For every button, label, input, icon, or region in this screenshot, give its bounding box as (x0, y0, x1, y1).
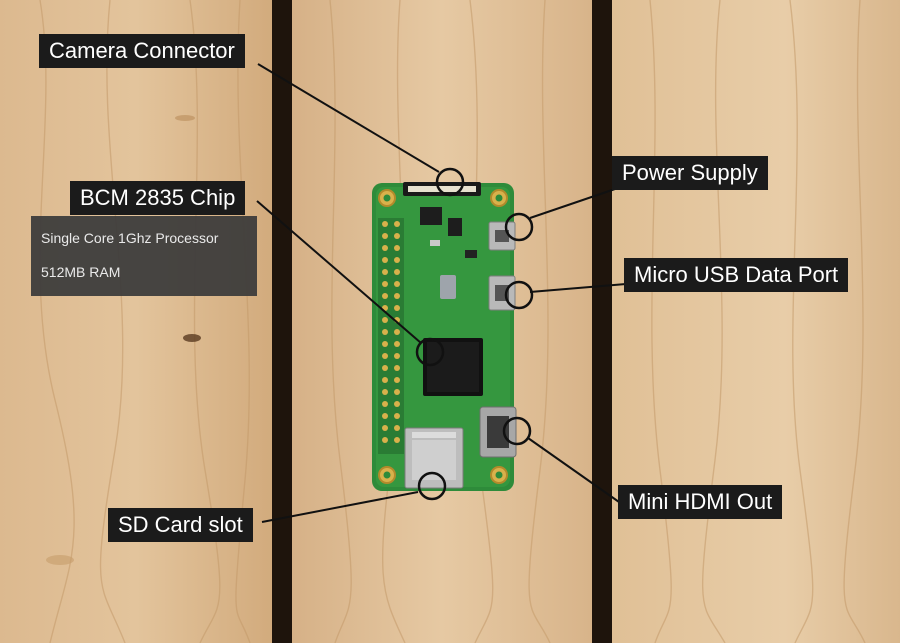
label-camera-connector: Camera Connector (39, 34, 245, 68)
label-power-supply: Power Supply (612, 156, 768, 190)
camera-callout-circle (435, 167, 465, 197)
callout-circles (415, 167, 534, 501)
label-micro-usb-data-port: Micro USB Data Port (624, 258, 849, 292)
label-bcm-chip: BCM 2835 Chip (70, 181, 246, 215)
pi-zero-board (372, 182, 517, 491)
leader-lines (256, 63, 627, 523)
label-mini-hdmi-out: Mini HDMI Out (618, 485, 783, 519)
chip-info-box: Single Core 1Ghz Processor 512MB RAM (31, 216, 257, 296)
hdmi-callout-circle (502, 416, 532, 446)
ram-spec: 512MB RAM (41, 264, 121, 280)
label-sd-card-slot: SD Card slot (108, 508, 253, 542)
sd-callout-circle (417, 471, 447, 501)
data-usb-callout-circle (504, 280, 534, 310)
gpio-header (378, 218, 404, 454)
power-callout-circle (504, 212, 534, 242)
processor-spec: Single Core 1Ghz Processor (41, 230, 219, 246)
chip-callout-circle (415, 337, 445, 367)
